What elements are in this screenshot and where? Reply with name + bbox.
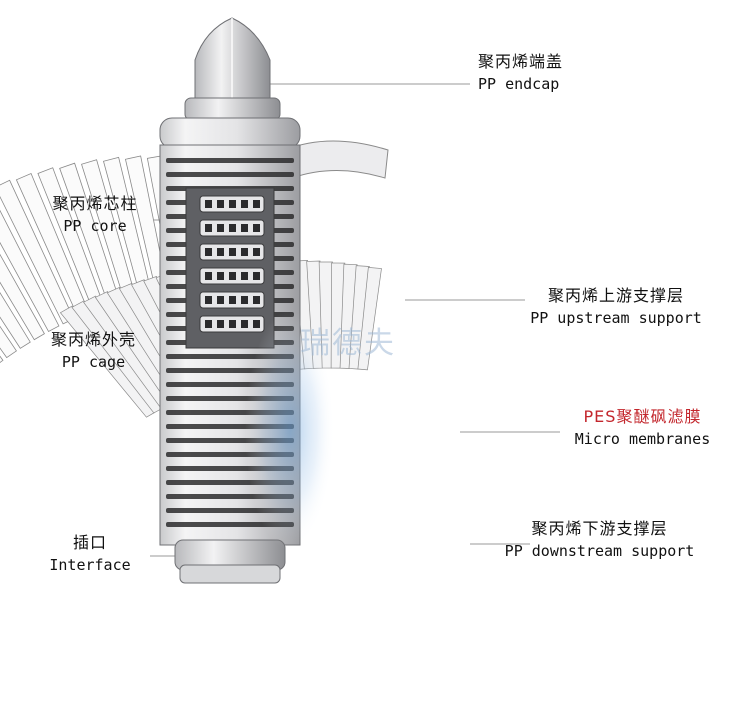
label-interface: 插口 Interface [40, 533, 140, 575]
core-hole [217, 296, 224, 304]
pleat [0, 209, 60, 333]
pleat [0, 292, 31, 349]
label-cage-zh: 聚丙烯外壳 [50, 330, 136, 349]
core-rings [199, 195, 265, 333]
core-hole [241, 296, 248, 304]
watermark-text: 瑞德夫 [300, 326, 396, 361]
core-hole [253, 272, 260, 280]
label-cage: 聚丙烯外壳 PP cage [36, 330, 151, 372]
pleat-inner [357, 267, 382, 371]
core-hole [241, 248, 248, 256]
label-upstream: 聚丙烯上游支撑层 PP upstream support [516, 286, 716, 328]
core-hole [217, 200, 224, 208]
core-hole [205, 296, 212, 304]
core-hole [229, 320, 236, 328]
pleat [0, 355, 4, 364]
core-hole [217, 272, 224, 280]
core-hole [205, 200, 212, 208]
label-cage-en: PP cage [61, 353, 126, 371]
pleat-inner [318, 261, 333, 369]
endcap-collar [184, 97, 281, 121]
pleat-inner [59, 305, 155, 418]
label-interface-zh: 插口 [72, 533, 107, 552]
core-hole [253, 200, 260, 208]
core-hole [229, 248, 236, 256]
label-upstream-zh: 聚丙烯上游支撑层 [547, 286, 684, 305]
label-endcap: 聚丙烯端盖 PP endcap [478, 52, 563, 94]
cage-slot [166, 172, 294, 177]
highlight-glow [245, 310, 335, 550]
core-hole [229, 296, 236, 304]
core-hole [253, 224, 260, 232]
endcap-ring [159, 117, 301, 149]
label-endcap-en: PP endcap [478, 75, 560, 93]
core-hole [229, 200, 236, 208]
label-core-en: PP core [63, 217, 127, 235]
core-hole [241, 320, 248, 328]
label-downstream-en: PP downstream support [504, 542, 695, 560]
label-upstream-en: PP upstream support [530, 309, 702, 327]
label-downstream: 聚丙烯下游支撑层 PP downstream support [492, 519, 707, 561]
core-hole [205, 224, 212, 232]
core-hole [253, 320, 260, 328]
label-membrane-en: Micro membranes [574, 430, 711, 448]
core-hole [241, 272, 248, 280]
label-endcap-zh: 聚丙烯端盖 [478, 52, 564, 71]
label-downstream-zh: 聚丙烯下游支撑层 [531, 519, 668, 538]
core-hole [229, 224, 236, 232]
outer-sleeve-arc [284, 140, 389, 179]
label-membrane-zh: PES聚醚砜滤膜 [583, 407, 702, 426]
label-membrane: PES聚醚砜滤膜 Micro membranes [560, 407, 725, 449]
cage-slot [166, 158, 294, 163]
label-core: 聚丙烯芯柱 PP core [40, 194, 150, 236]
pleat-inner [71, 300, 163, 414]
core-hole [253, 296, 260, 304]
pleat [0, 325, 17, 359]
core-hole [217, 224, 224, 232]
core-hole [229, 272, 236, 280]
interface-base [179, 564, 281, 584]
core-hole [205, 248, 212, 256]
core-hole [205, 320, 212, 328]
core-hole [241, 224, 248, 232]
label-core-zh: 聚丙烯芯柱 [52, 194, 138, 213]
core-hole [253, 248, 260, 256]
pleat-inner [348, 265, 370, 370]
core-hole [205, 272, 212, 280]
core-hole [241, 200, 248, 208]
label-interface-en: Interface [49, 556, 131, 574]
core-hole [217, 320, 224, 328]
pleat-inner [339, 263, 358, 369]
core-hole [217, 248, 224, 256]
pleat [0, 253, 45, 341]
